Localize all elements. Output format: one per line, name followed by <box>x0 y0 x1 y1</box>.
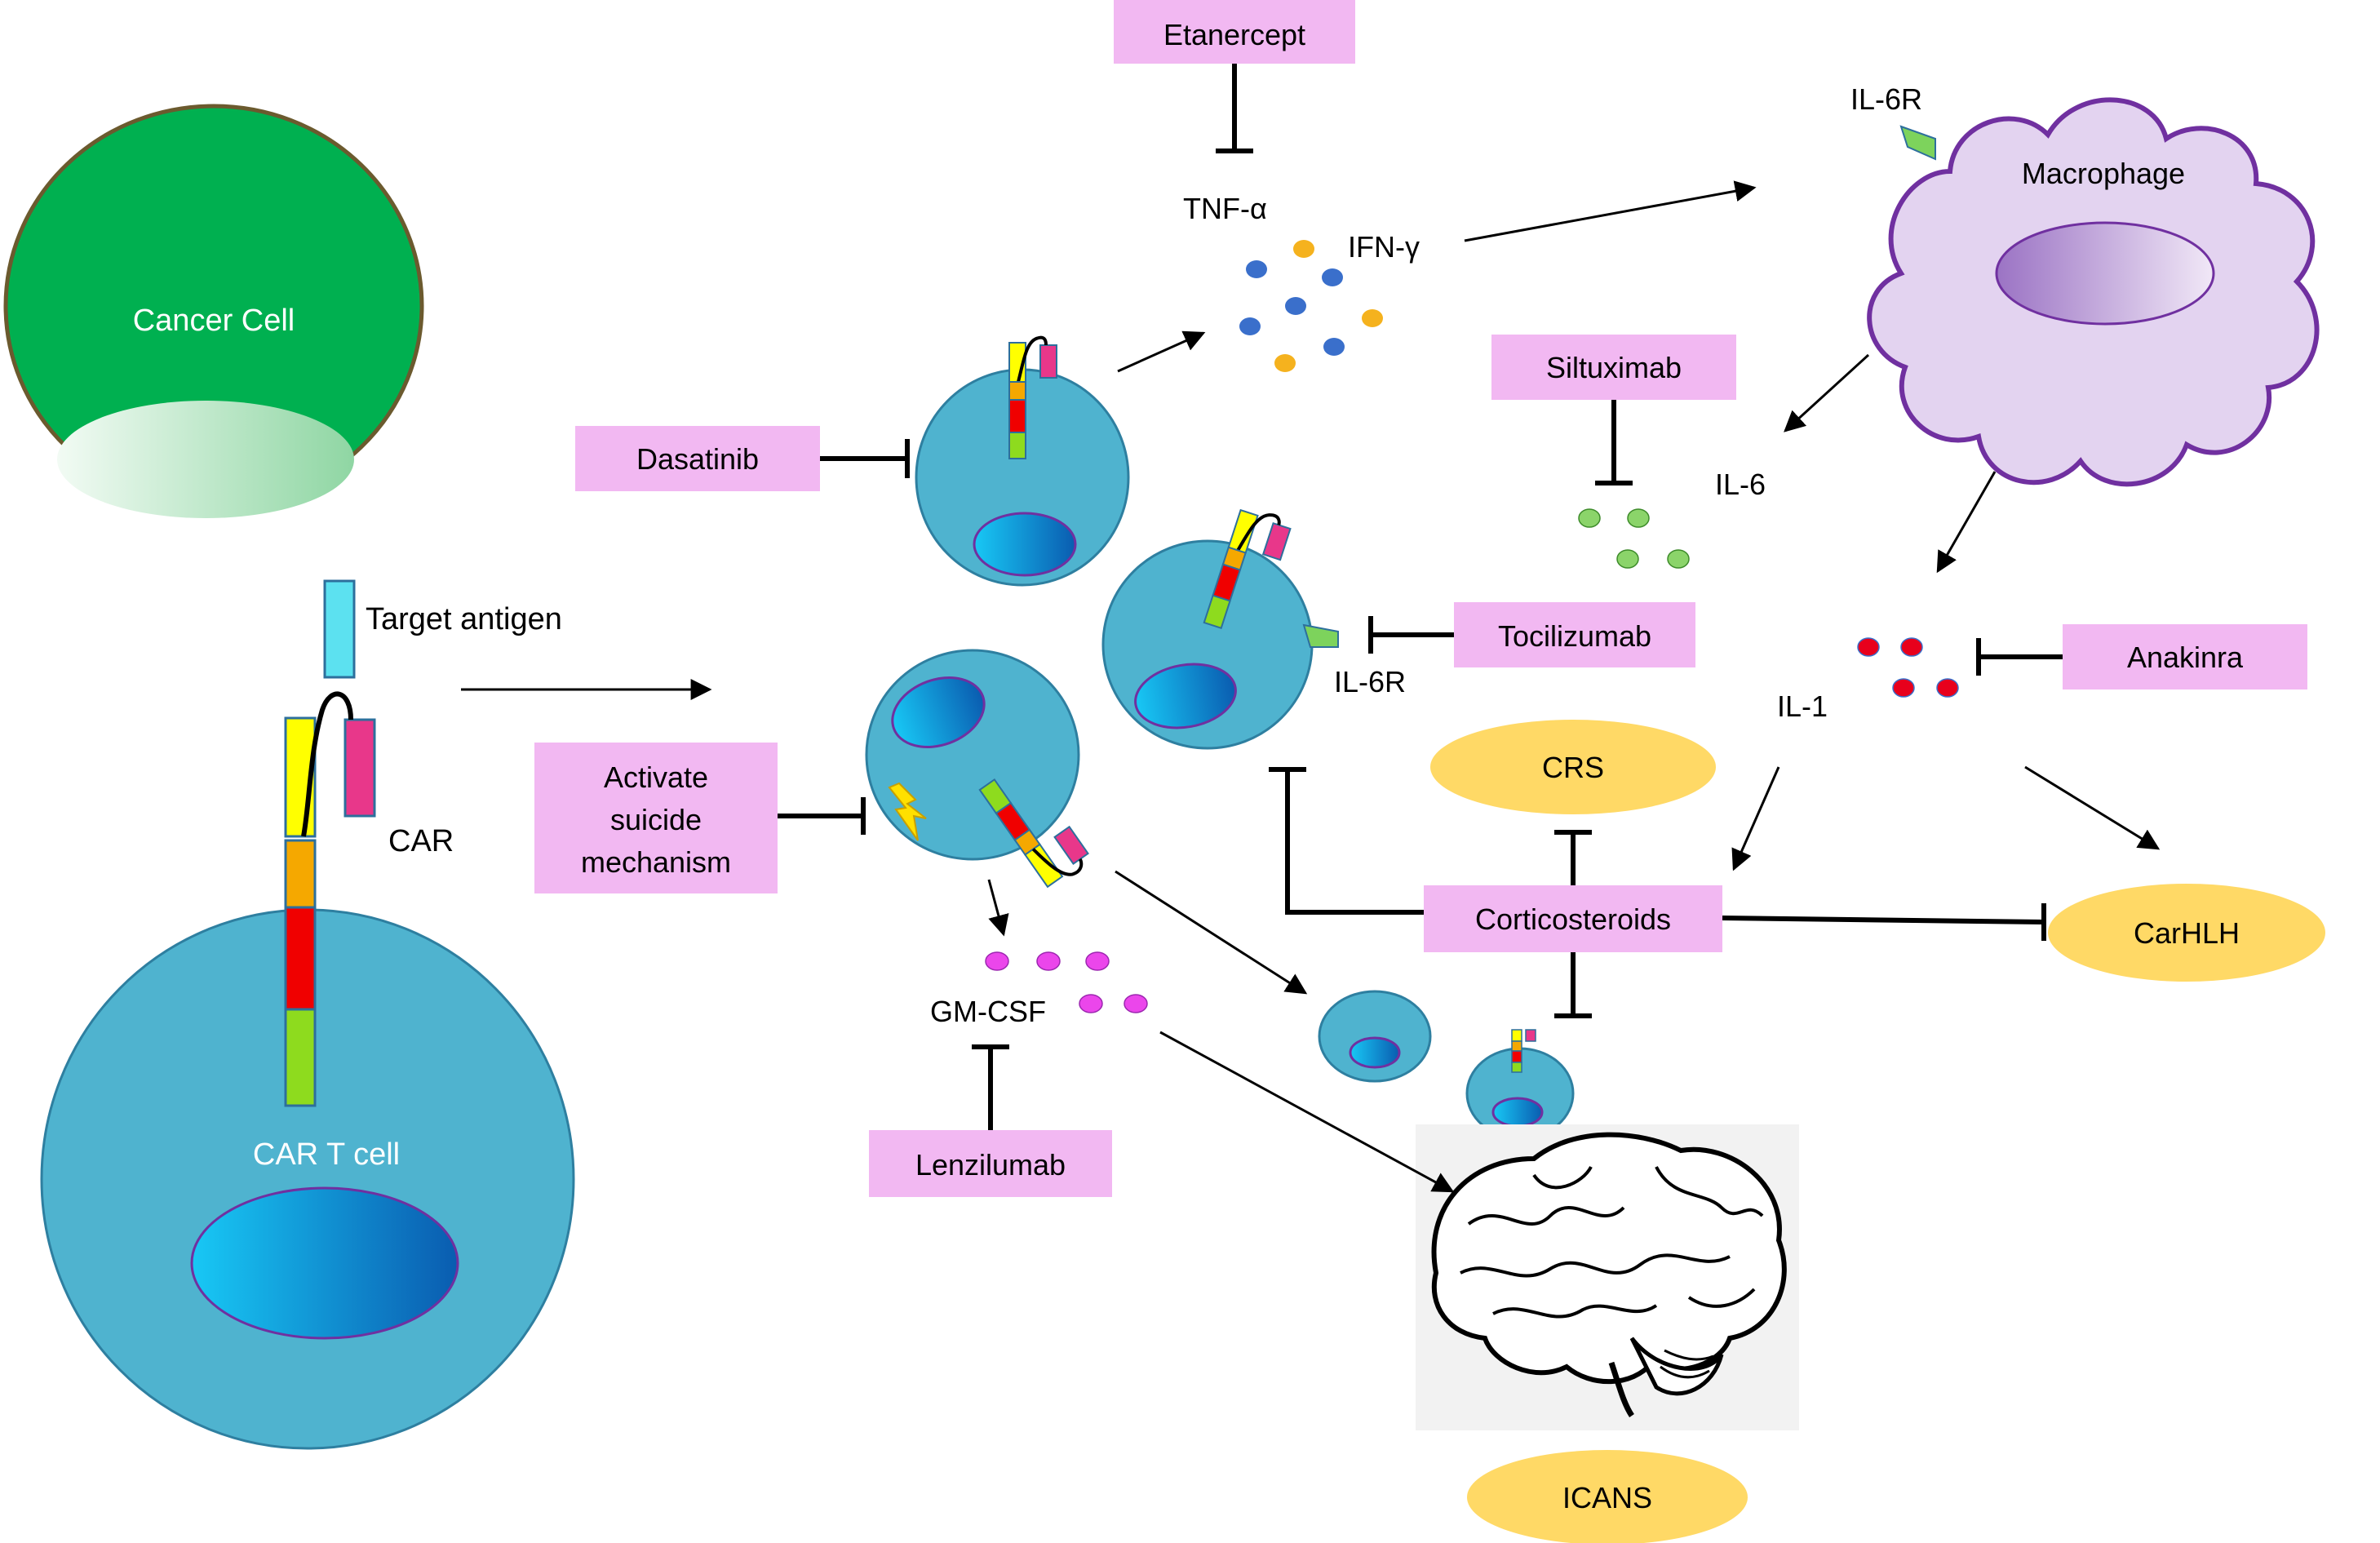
icans-label: ICANS <box>1562 1481 1652 1514</box>
icans-outcome: ICANS <box>1467 1450 1748 1543</box>
corticosteroids-box: Corticosteroids <box>1424 885 1722 952</box>
gm-csf-label: GM-CSF <box>930 995 1046 1028</box>
tnf-alpha-label: TNF-α <box>1183 192 1267 225</box>
tnf-ifn-cytokines <box>1239 240 1383 372</box>
etanercept-label: Etanercept <box>1163 18 1305 51</box>
carhlh-label: CarHLH <box>2134 916 2240 950</box>
crs-label: CRS <box>1542 751 1604 784</box>
suicide-mechanism-box: Activate suicide mechanism <box>534 743 778 893</box>
dasatinib-label: Dasatinib <box>636 442 759 476</box>
cancer-cell: Cancer Cell <box>3 104 424 518</box>
macrophage-label: Macrophage <box>2022 157 2185 190</box>
siltuximab-label: Siltuximab <box>1546 351 1682 384</box>
gm-csf-cytokines <box>985 951 1148 1013</box>
car-label: CAR <box>388 824 454 858</box>
t-cell-il6r <box>1101 508 1339 750</box>
inhibition-lines <box>778 64 2063 1130</box>
ifn-gamma-label: IFN-γ <box>1348 230 1420 264</box>
il1-label: IL-1 <box>1777 689 1828 723</box>
t-cell-activated-car <box>1008 335 1057 459</box>
tocilizumab-box: Tocilizumab <box>1454 602 1695 667</box>
anakinra-label: Anakinra <box>2127 641 2244 674</box>
corticosteroids-label: Corticosteroids <box>1475 902 1671 936</box>
anakinra-box: Anakinra <box>2063 624 2307 689</box>
macrophage-nucleus <box>1995 221 2215 326</box>
t-cell-small-car <box>1465 1029 1575 1140</box>
etanercept-box: Etanercept <box>1114 0 1355 64</box>
car-t-cell-label: CAR T cell <box>253 1137 400 1172</box>
dasatinib-box: Dasatinib <box>575 426 820 491</box>
crs-outcome: CRS <box>1430 720 1716 814</box>
lightning-icon <box>888 782 927 841</box>
il6-label: IL-6 <box>1715 468 1766 501</box>
tocilizumab-label: Tocilizumab <box>1498 619 1651 653</box>
carhlh-outcome: CarHLH <box>2048 884 2325 982</box>
lenzilumab-box: Lenzilumab <box>869 1130 1112 1197</box>
car-t-cell: CAR T cell <box>40 908 575 1450</box>
t-cell-il6r-receptor <box>1302 623 1339 648</box>
t-cell-il6r-car <box>1203 508 1292 630</box>
suicide-label-line3: mechanism <box>581 845 731 879</box>
siltuximab-box: Siltuximab <box>1491 335 1736 400</box>
il6-cytokines <box>1578 508 1690 569</box>
cancer-cell-label: Cancer Cell <box>133 304 295 338</box>
macrophage: Macrophage <box>1867 97 2320 487</box>
target-antigen <box>323 579 356 679</box>
il6r-tcell-label: IL-6R <box>1334 665 1406 698</box>
suicide-label-line2: suicide <box>610 803 702 836</box>
car-t-cell-nucleus <box>190 1186 459 1340</box>
t-cell-small <box>1318 990 1432 1083</box>
arrows <box>987 180 2161 1193</box>
t-cell-suicide <box>865 649 1089 889</box>
il6r-macrophage-label: IL-6R <box>1850 82 1922 116</box>
car-receptor <box>284 691 376 1107</box>
t-cell-suicide-car <box>978 778 1089 889</box>
lenzilumab-label: Lenzilumab <box>915 1148 1066 1182</box>
t-cell-activated <box>915 335 1130 587</box>
suicide-label-line1: Activate <box>604 760 708 794</box>
il1-cytokines <box>1857 637 1959 698</box>
brain-icon <box>1416 1124 1799 1430</box>
macrophage-il6r <box>1899 125 1936 161</box>
target-antigen-label: Target antigen <box>366 602 562 636</box>
